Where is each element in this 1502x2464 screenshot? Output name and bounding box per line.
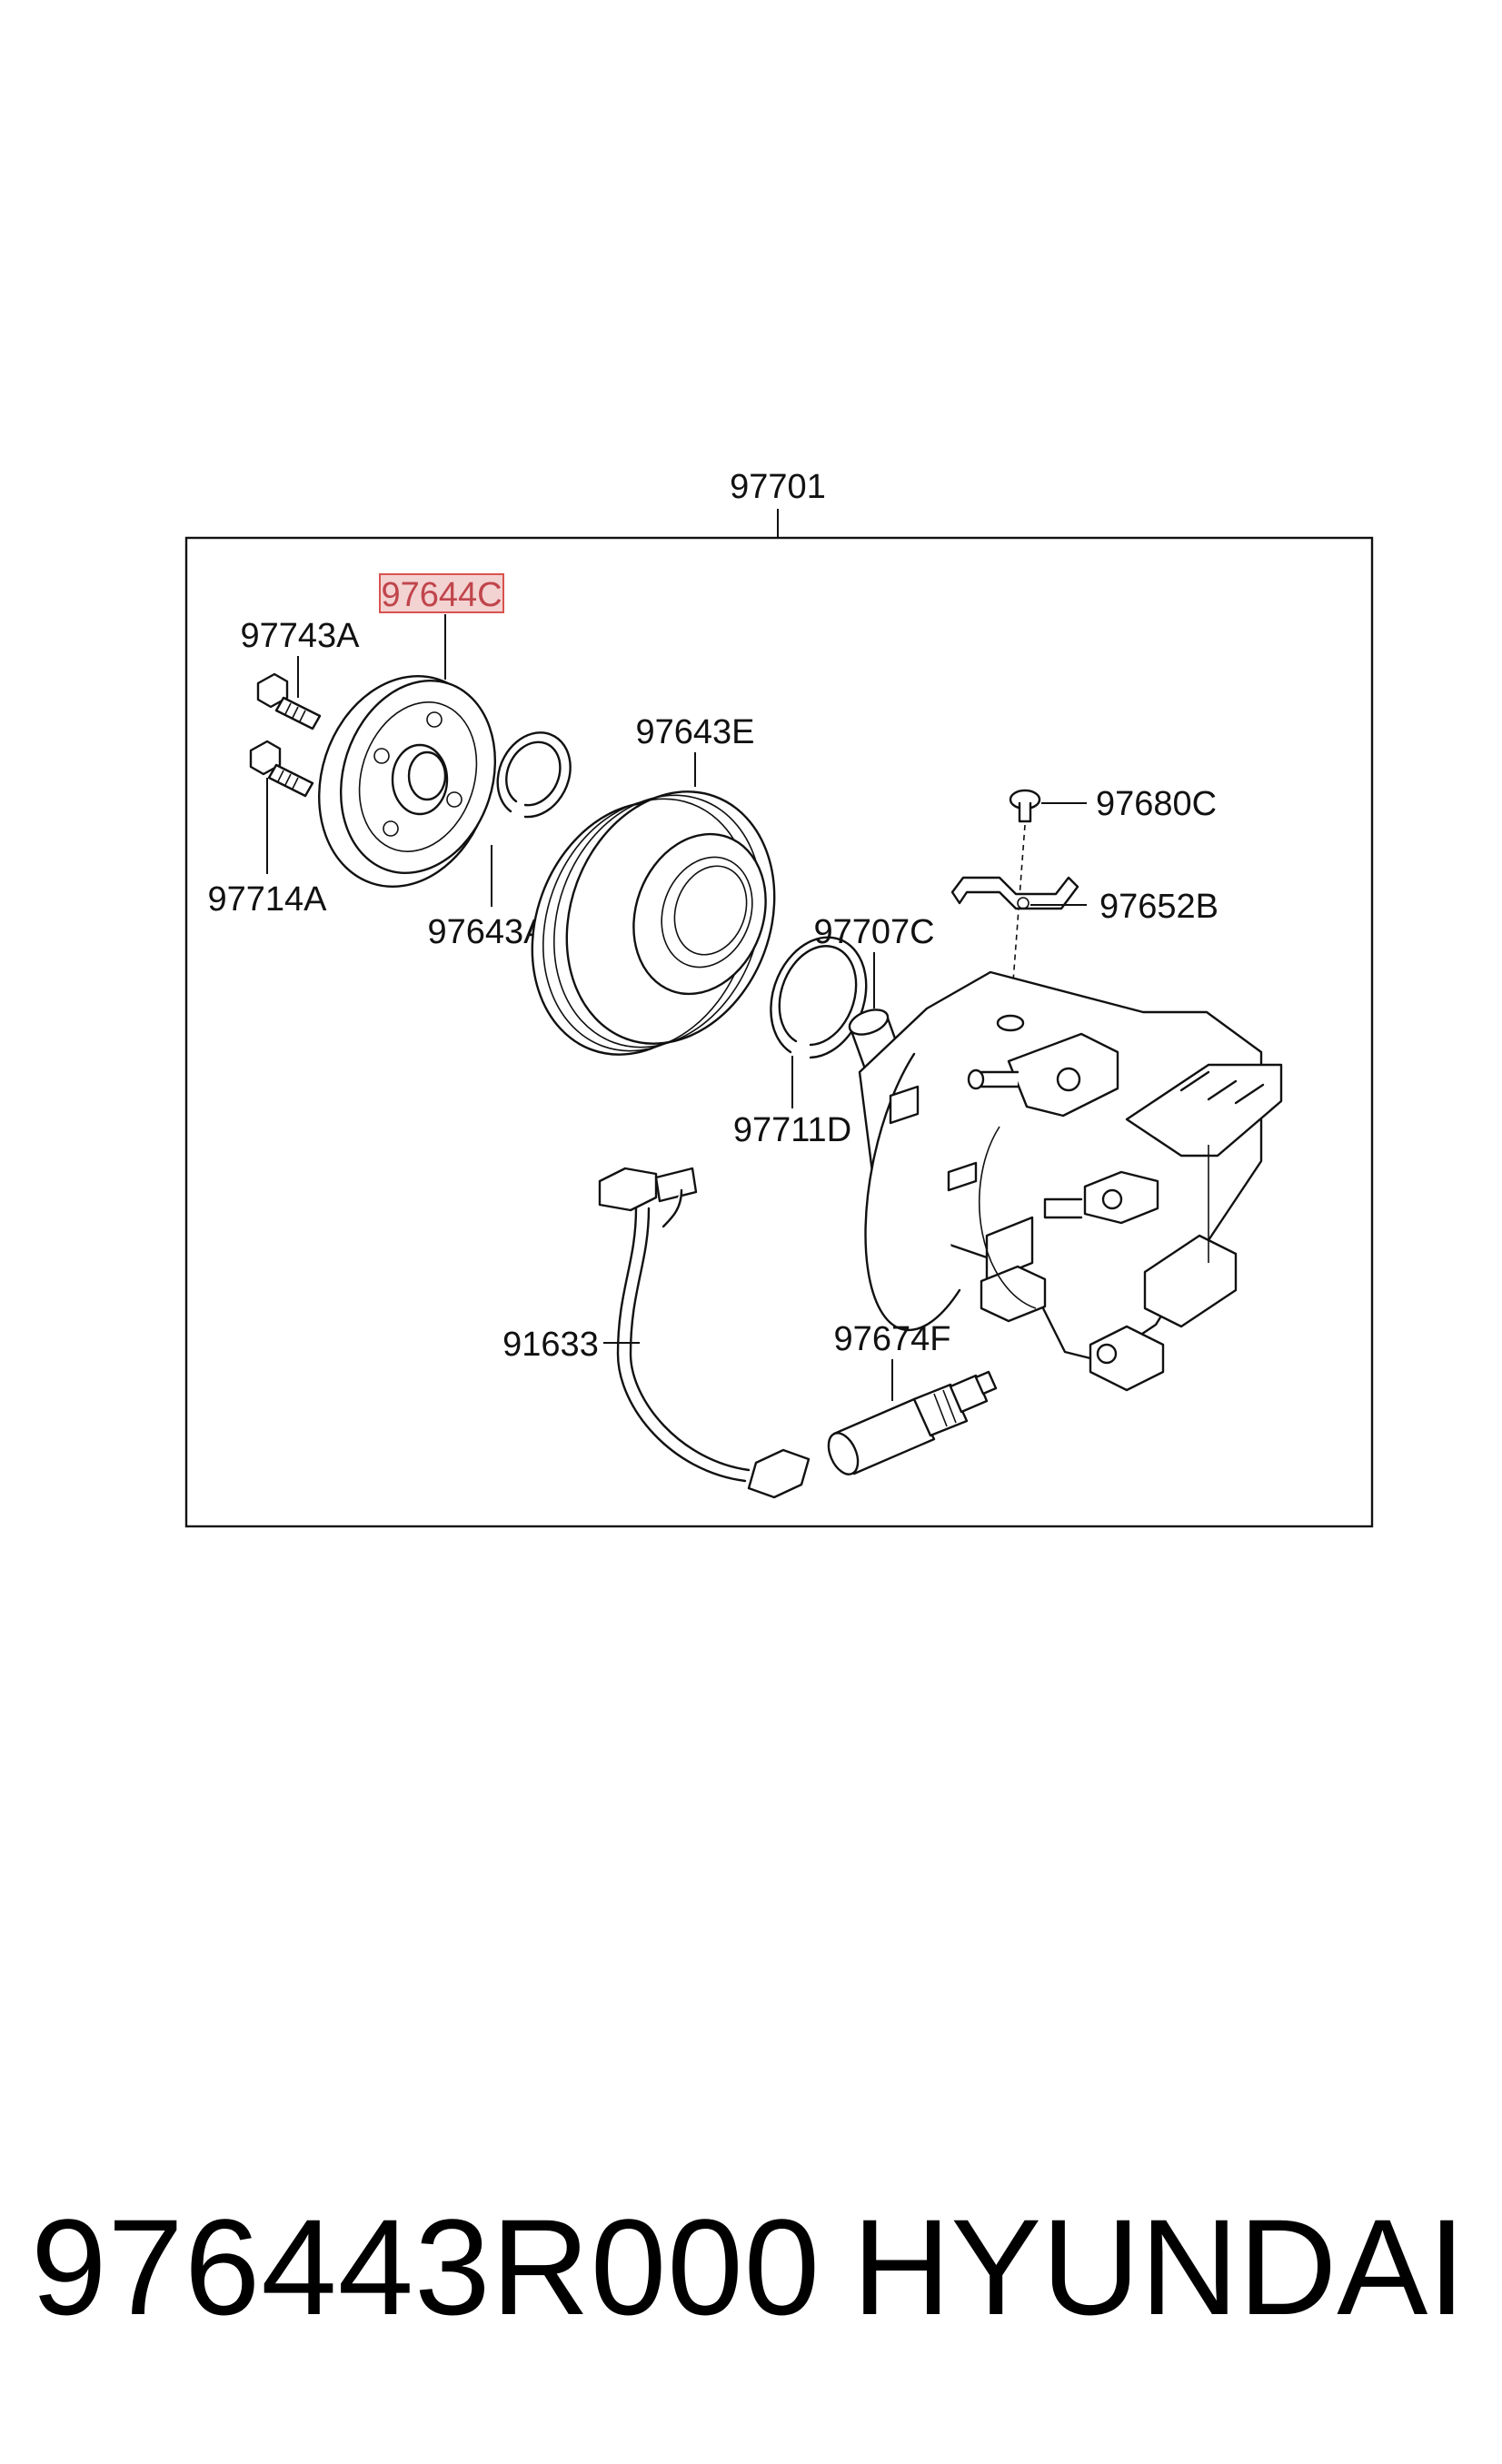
compressor [858, 970, 1283, 1392]
snap-ring-small [496, 731, 572, 819]
bolt-upper [256, 672, 322, 730]
pressure-sensor [827, 1370, 998, 1475]
pulley [531, 790, 776, 1056]
hub-label-highlight [379, 573, 504, 613]
label-97652B: 97652B [1099, 888, 1219, 926]
label-97643E: 97643E [635, 713, 754, 751]
label-97714A: 97714A [207, 880, 327, 919]
footer: 976443R000 HYUNDAI [0, 2176, 1502, 2358]
snap-ring-large [770, 936, 868, 1059]
clutch-hub-plate [318, 675, 497, 888]
wire-harness [598, 1167, 811, 1499]
label-97711D: 97711D [733, 1111, 851, 1149]
label-97743A: 97743A [240, 617, 360, 655]
screw [1009, 789, 1041, 823]
assembly-frame [184, 536, 1374, 1528]
label-97644C: 97644C [381, 576, 502, 614]
label-97680C: 97680C [1096, 785, 1217, 823]
label-97701: 97701 [730, 468, 826, 506]
bolt-lower [249, 740, 314, 798]
label-97643A: 97643A [427, 913, 547, 951]
label-97707C: 97707C [813, 913, 934, 951]
bracket [950, 876, 1079, 910]
part-number: 976443R000 [31, 2191, 821, 2343]
label-91633: 91633 [502, 1326, 599, 1364]
label-97674F: 97674F [834, 1320, 951, 1358]
brand-name: HYUNDAI [851, 2191, 1466, 2343]
